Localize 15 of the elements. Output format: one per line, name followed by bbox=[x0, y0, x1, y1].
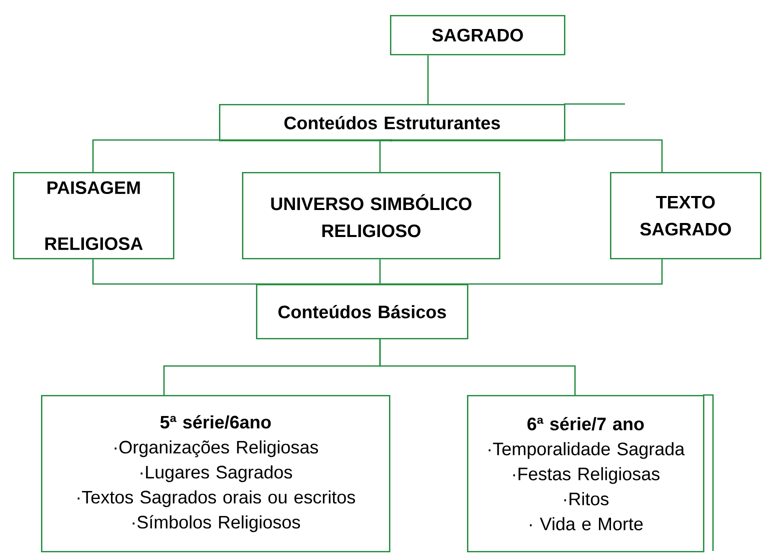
connector-line bbox=[361, 259, 663, 285]
connector-line bbox=[379, 339, 576, 395]
category-box: Conteúdos Estruturantes bbox=[219, 103, 625, 142]
connector-line bbox=[427, 55, 429, 104]
connector-line bbox=[379, 139, 392, 172]
content-box: UNIVERSO SIMBÓLICO RELIGIOSO bbox=[242, 172, 500, 260]
content-box: TEXTO SAGRADO bbox=[610, 172, 762, 260]
connector-line bbox=[92, 259, 361, 285]
category-box: Conteúdos Básicos bbox=[256, 284, 468, 340]
connector-line bbox=[379, 259, 381, 284]
list-box: 5ª série/6ano ·Organizações Religiosas ·Lugares Sagrados ·Textos Sagrados orais ou escritos ·Símbolos Religiosos bbox=[41, 395, 390, 552]
title-box: SAGRADO bbox=[390, 15, 566, 56]
content-box: PAISAGEM RELIGIOSA bbox=[13, 172, 174, 260]
list-box: 6ª série/7 ano ·Temporalidade Sagrada ·Festas Religiosas ·Ritos · Vida e Morte bbox=[467, 394, 714, 552]
connector-line bbox=[390, 139, 663, 172]
